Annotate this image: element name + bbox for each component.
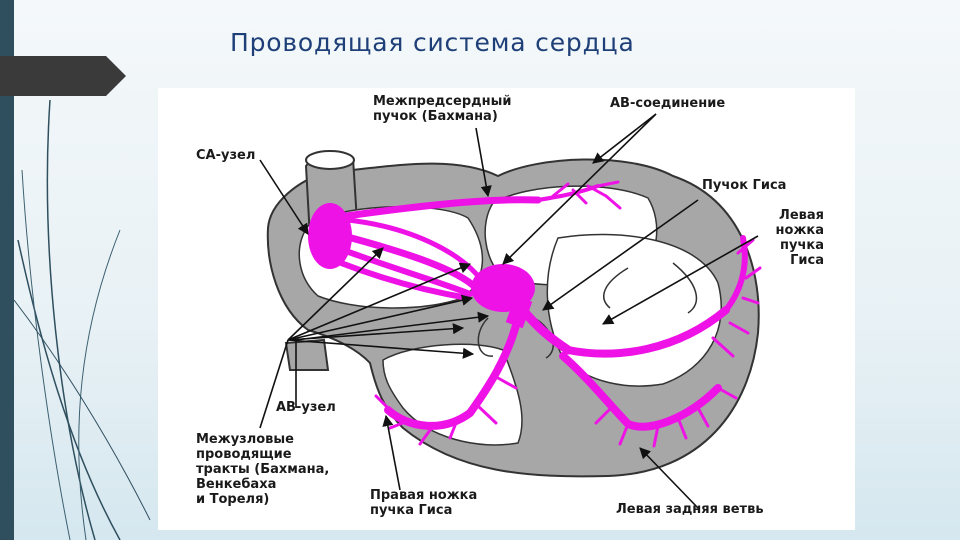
heart-conduction-diagram: Межпредсердный пучок (Бахмана) АВ-соедин… (158, 88, 855, 530)
title-arrow-shape (0, 56, 126, 96)
label-left-posterior-fascicle: Левая задняя ветвь (616, 502, 764, 517)
label-av-node: АВ-узел (276, 400, 336, 415)
left-ventricle (546, 233, 722, 387)
right-ventricle (382, 343, 523, 446)
side-bar (0, 0, 14, 540)
label-sa-node: СА-узел (196, 148, 256, 163)
label-right-bundle-branch: Правая ножка пучка Гиса (370, 488, 478, 518)
conduction-system (338, 180, 762, 448)
label-av-junction: АВ-соединение (610, 96, 726, 111)
heart-illustration (259, 113, 762, 509)
label-bachmann-bundle: Межпредсердный пучок (Бахмана) (373, 94, 512, 124)
label-left-bundle-branch: Левая ножка пучка Гиса (775, 208, 824, 268)
label-internodal-tracts: Межузловые проводящие тракты (Бахмана, В… (196, 432, 330, 507)
sa-node (308, 203, 352, 269)
label-his-bundle: Пучок Гиса (702, 178, 787, 193)
his-bundle (505, 295, 533, 329)
pointer-lines (259, 113, 759, 509)
slide-title: Проводящая система сердца (230, 28, 635, 57)
decorative-lines (13, 99, 151, 540)
